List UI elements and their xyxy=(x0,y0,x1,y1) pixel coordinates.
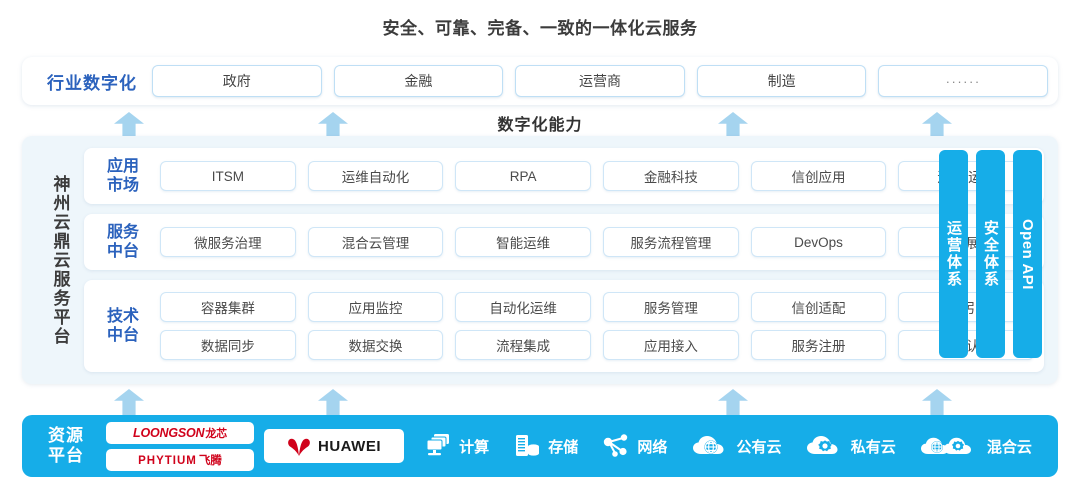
item-microservice-governance[interactable]: 微服务治理 xyxy=(160,227,296,257)
industry-items: 政府 金融 运营商 制造 ······ xyxy=(152,65,1048,97)
item-app-monitoring[interactable]: 应用监控 xyxy=(307,292,444,322)
item-service-mgmt[interactable]: 服务管理 xyxy=(603,292,739,322)
item-ops-automation[interactable]: 运维自动化 xyxy=(307,161,444,191)
up-arrow-icon-8 xyxy=(922,389,952,415)
cloud-service-platform-panel: 神州云鼎云服务平台 应用 市场 ITSM 运维自动化 RPA 金融科技 信创应用… xyxy=(22,136,1058,384)
tech-row-2: 数据同步 数据交换 流程集成 应用接入 服务注册 统一认证 xyxy=(160,330,1035,360)
item-service-process-mgmt[interactable]: 服务流程管理 xyxy=(603,227,739,257)
loongson-latin: LOONGSON xyxy=(133,425,205,440)
item-intelligent-ops[interactable]: 智能运维 xyxy=(455,227,592,257)
resource-item-network[interactable]: 网络 xyxy=(602,433,667,459)
layer-technology-midplatform: 技术 中台 容器集群 应用监控 自动化运维 服务管理 信创适配 流程引擎 数据同… xyxy=(84,280,1044,372)
resource-item-label: 私有云 xyxy=(850,438,896,456)
item-devops[interactable]: DevOps xyxy=(750,227,887,257)
tech-row-1: 容器集群 应用监控 自动化运维 服务管理 信创适配 流程引擎 xyxy=(160,292,1035,322)
industry-item-manufacturing[interactable]: 制造 xyxy=(696,65,867,97)
page-title: 安全、可靠、完备、一致的一体化云服务 xyxy=(382,19,698,38)
industry-row-label: 行业数字化 xyxy=(47,73,137,93)
layer-label-line1: 应用 xyxy=(106,158,139,175)
resource-item-label: 计算 xyxy=(459,438,490,456)
vtab-security-system[interactable]: 安全体系 xyxy=(976,150,1005,358)
capability-label: 数字化能力 xyxy=(497,117,583,134)
layer-items-service-midplatform: 微服务治理 混合云管理 智能运维 服务流程管理 DevOps 大屏展示 xyxy=(152,227,1044,257)
industry-item-carrier[interactable]: 运营商 xyxy=(515,65,685,97)
loongson-cn: 龙芯 xyxy=(205,427,227,440)
item-automated-ops[interactable]: 自动化运维 xyxy=(455,292,592,322)
resource-item-public-cloud[interactable]: 公有云 xyxy=(692,433,782,459)
item-xinchuang-app[interactable]: 信创应用 xyxy=(750,161,887,191)
industry-item-government[interactable]: 政府 xyxy=(152,65,322,97)
layer-items-application-market: ITSM 运维自动化 RPA 金融科技 信创应用 运维/运营 xyxy=(152,161,1044,191)
huawei-logo: HUAWEI xyxy=(264,429,404,463)
resource-item-label: 存储 xyxy=(548,438,579,456)
item-data-exchange[interactable]: 数据交换 xyxy=(307,330,444,360)
resource-item-private-cloud[interactable]: 私有云 xyxy=(806,433,896,459)
private-cloud-icon xyxy=(806,433,844,459)
vtab-open-api[interactable]: Open API xyxy=(1013,150,1042,358)
item-app-access[interactable]: 应用接入 xyxy=(603,330,739,360)
vertical-tabs: 运营体系 安全体系 Open API xyxy=(939,150,1042,358)
item-process-integration[interactable]: 流程集成 xyxy=(455,330,592,360)
resource-item-storage[interactable]: 存储 xyxy=(513,433,578,459)
loongson-logo: LOONGSON龙芯 xyxy=(106,421,254,444)
industry-item-more[interactable]: ······ xyxy=(878,65,1048,97)
public-cloud-icon xyxy=(692,433,730,459)
layer-label-line1: 服务 xyxy=(106,224,139,241)
resource-item-label: 公有云 xyxy=(736,438,782,456)
network-icon xyxy=(602,433,630,459)
huawei-wordmark: HUAWEI xyxy=(318,437,381,455)
up-arrow-icon-7 xyxy=(718,389,748,415)
layer-label-line2: 中台 xyxy=(106,243,139,260)
resource-platform-label: 资源 平台 xyxy=(36,426,96,466)
item-itsm[interactable]: ITSM xyxy=(160,161,296,191)
hybrid-cloud-icon xyxy=(920,433,980,459)
item-container-cluster[interactable]: 容器集群 xyxy=(160,292,296,322)
resource-item-compute[interactable]: 计算 xyxy=(424,433,489,459)
up-arrow-icon-5 xyxy=(114,389,144,415)
item-hybrid-cloud-mgmt[interactable]: 混合云管理 xyxy=(307,227,444,257)
vtab-operation-system[interactable]: 运营体系 xyxy=(939,150,968,358)
item-xinchuang-adaptation[interactable]: 信创适配 xyxy=(750,292,887,322)
resource-items: 计算 xyxy=(412,433,1044,459)
layer-label-application-market: 应用 市场 xyxy=(94,157,152,195)
item-service-registry[interactable]: 服务注册 xyxy=(750,330,887,360)
layer-label-line2: 中台 xyxy=(106,327,139,344)
item-data-sync[interactable]: 数据同步 xyxy=(160,330,296,360)
layer-label-service-midplatform: 服务 中台 xyxy=(94,223,152,261)
layer-service-midplatform: 服务 中台 微服务治理 混合云管理 智能运维 服务流程管理 DevOps 大屏展… xyxy=(84,214,1044,270)
platform-vertical-label: 神州云鼎云服务平台 xyxy=(50,174,70,346)
phytium-latin: PHYTIUM xyxy=(138,454,197,467)
item-rpa[interactable]: RPA xyxy=(455,161,592,191)
layer-label-line2: 市场 xyxy=(106,177,139,194)
industry-item-finance[interactable]: 金融 xyxy=(333,65,504,97)
resource-item-label: 网络 xyxy=(637,438,668,456)
layer-items-technology-midplatform: 容器集群 应用监控 自动化运维 服务管理 信创适配 流程引擎 数据同步 数据交换… xyxy=(152,292,1044,360)
resource-item-hybrid-cloud[interactable]: 混合云 xyxy=(920,433,1032,459)
storage-icon xyxy=(513,433,541,459)
layer-label-line1: 技术 xyxy=(106,308,139,325)
resource-label-line2: 平台 xyxy=(48,446,84,465)
up-arrow-icon-6 xyxy=(318,389,348,415)
phytium-cn: 飞腾 xyxy=(198,454,222,467)
compute-icon xyxy=(424,433,452,459)
huawei-flower-icon xyxy=(287,435,311,457)
layer-label-technology-midplatform: 技术 中台 xyxy=(94,307,152,345)
resource-item-label: 混合云 xyxy=(986,438,1032,456)
item-fintech[interactable]: 金融科技 xyxy=(603,161,739,191)
industry-digitalization-row: 行业数字化 政府 金融 运营商 制造 ······ xyxy=(22,57,1058,105)
layer-application-market: 应用 市场 ITSM 运维自动化 RPA 金融科技 信创应用 运维/运营 xyxy=(84,148,1044,204)
resource-label-line1: 资源 xyxy=(48,426,84,445)
